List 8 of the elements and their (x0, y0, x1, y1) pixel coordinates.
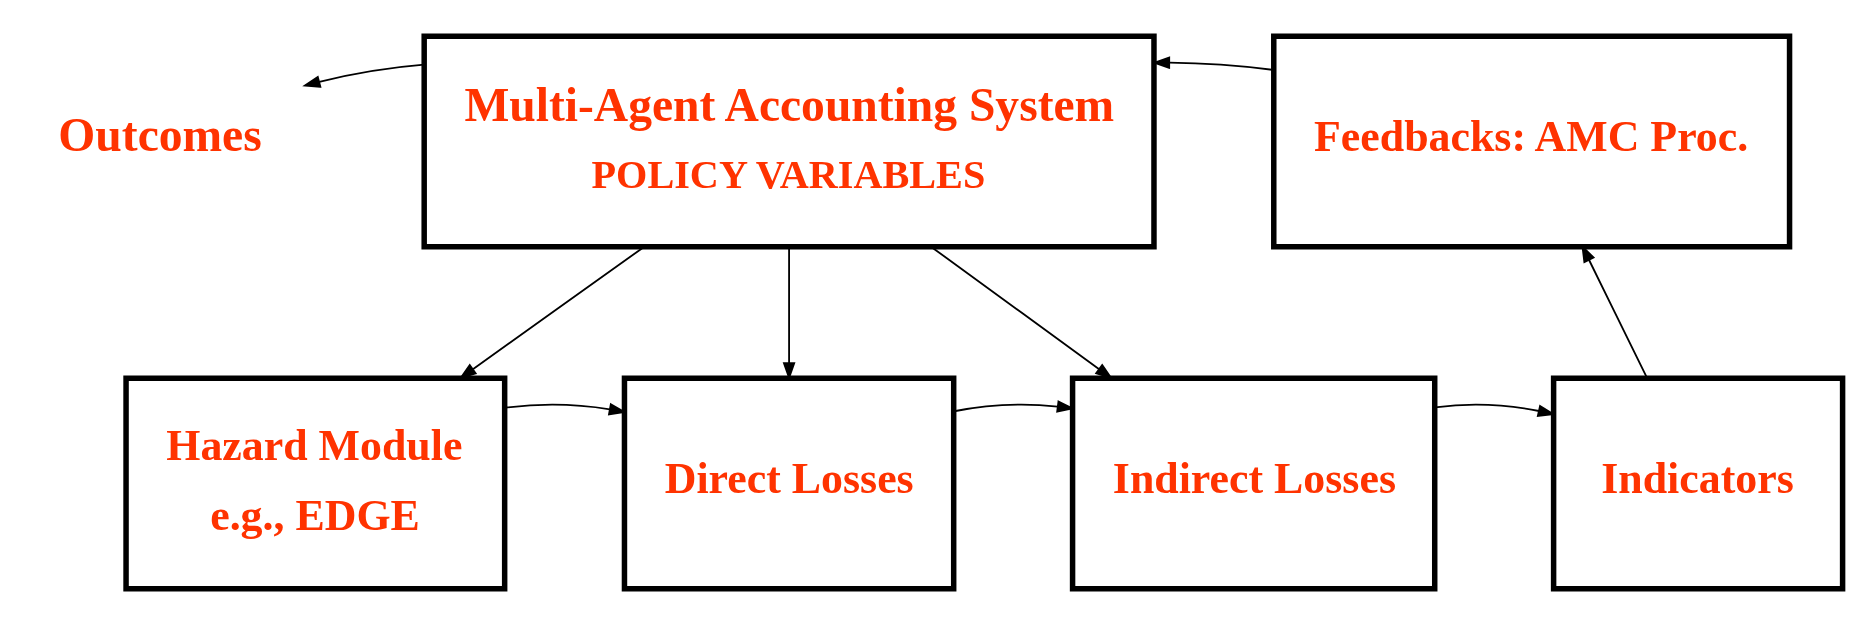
node-box: Multi-Agent Accounting System POLICY VARIABLES (421, 33, 1157, 249)
node-box: Hazard Module e.g., EDGE (123, 375, 508, 591)
node-box: Feedbacks: AMC Proc. (1271, 33, 1793, 249)
node-box: Indirect Losses (1069, 375, 1438, 591)
node-box: Direct Losses (621, 375, 957, 591)
arrow (302, 63, 425, 88)
node-text: Outcomes (58, 108, 262, 161)
node-box: Indicators (1550, 375, 1846, 591)
